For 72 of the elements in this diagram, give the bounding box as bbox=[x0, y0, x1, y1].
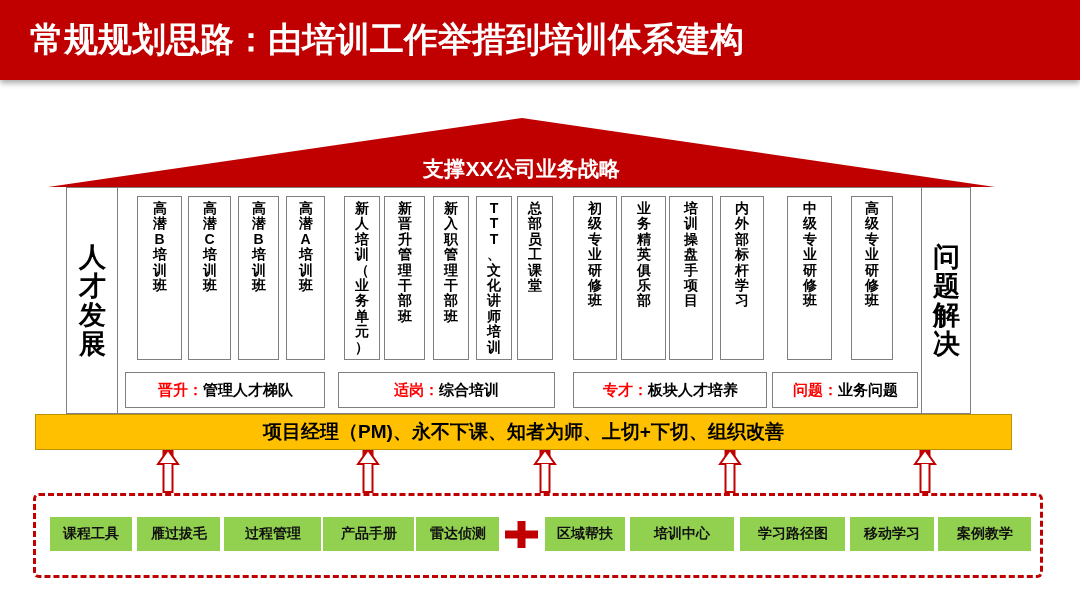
tool-label: 培训中心 bbox=[654, 525, 710, 543]
dashed-frame bbox=[33, 493, 1043, 578]
category-keyword: 晋升： bbox=[157, 380, 203, 400]
category-label: 板块人才培养 bbox=[647, 380, 738, 400]
category-label: 综合培训 bbox=[439, 380, 499, 400]
program-column bbox=[188, 196, 231, 360]
program-column bbox=[433, 196, 469, 360]
tool-tile bbox=[630, 517, 734, 551]
program-label: 业务精英俱乐部 bbox=[636, 201, 651, 309]
program-label: 高潜B培训班 bbox=[152, 201, 167, 294]
program-column bbox=[720, 196, 764, 360]
program-column bbox=[286, 196, 325, 360]
tool-tile bbox=[224, 517, 321, 551]
tool-tile bbox=[850, 517, 934, 551]
pillar-label: 人才发展 bbox=[78, 242, 106, 359]
program-label: 培训操盘手项目 bbox=[684, 201, 698, 309]
program-label: 高级专业研修班 bbox=[865, 201, 879, 309]
category-panel bbox=[125, 372, 325, 408]
program-column bbox=[851, 196, 893, 360]
category-panel bbox=[772, 372, 918, 408]
program-label: 内外部标杆学习 bbox=[735, 201, 749, 309]
tool-tile bbox=[416, 517, 499, 551]
program-column bbox=[787, 196, 832, 360]
program-column bbox=[344, 196, 380, 360]
pillar-label: 问题解决 bbox=[932, 242, 960, 359]
program-column bbox=[238, 196, 279, 360]
tool-label: 区域帮扶 bbox=[557, 525, 613, 543]
tool-label: 雁过拔毛 bbox=[150, 525, 207, 543]
tool-tile bbox=[545, 517, 625, 551]
program-label: 初级专业研修班 bbox=[588, 201, 602, 309]
page-title: 常规规划思路：由培训工作举措到培训体系建构 bbox=[30, 21, 744, 59]
tool-label: 移动学习 bbox=[864, 525, 920, 543]
program-column bbox=[137, 196, 182, 360]
program-column bbox=[621, 196, 666, 360]
tool-tile bbox=[938, 517, 1031, 551]
pillar bbox=[66, 187, 118, 414]
program-label: 新晋升管理干部班 bbox=[397, 201, 412, 325]
foundation-label: 项目经理（PM)、永不下课、知者为师、上切+下切、组织改善 bbox=[263, 420, 784, 444]
program-label: 高潜B培训班 bbox=[251, 201, 266, 294]
program-label: 新人培训（业务单元） bbox=[355, 201, 369, 355]
tool-tile bbox=[50, 517, 132, 551]
category-panel bbox=[573, 372, 767, 408]
program-label: 总部员工课堂 bbox=[528, 201, 542, 294]
tool-label: 过程管理 bbox=[244, 525, 301, 543]
program-label: 新入职管理干部班 bbox=[444, 201, 458, 325]
tool-label: 课程工具 bbox=[63, 525, 119, 543]
program-column bbox=[476, 196, 512, 360]
program-column bbox=[517, 196, 553, 360]
roof-title: 支撑XX公司业务战略 bbox=[423, 157, 620, 181]
tool-label: 学习路径图 bbox=[757, 525, 828, 543]
category-keyword: 适岗： bbox=[394, 380, 439, 400]
category-keyword: 专才： bbox=[602, 380, 648, 400]
program-label: 中级专业研修班 bbox=[802, 201, 817, 309]
tool-tile bbox=[137, 517, 220, 551]
program-column bbox=[573, 196, 617, 360]
tool-label: 案例教学 bbox=[956, 525, 1013, 543]
program-column bbox=[669, 196, 713, 360]
pillar bbox=[921, 187, 971, 414]
tool-label: 产品手册 bbox=[340, 525, 397, 543]
tool-label: 雷达侦测 bbox=[429, 525, 486, 543]
program-label: 高潜A培训班 bbox=[298, 201, 313, 294]
category-keyword: 问题： bbox=[792, 380, 838, 400]
category-label: 业务问题 bbox=[837, 380, 898, 400]
frame-panel bbox=[117, 187, 922, 414]
category-panel bbox=[338, 372, 555, 408]
tool-tile bbox=[740, 517, 845, 551]
tool-tile bbox=[323, 517, 414, 551]
program-label: 高潜C培训班 bbox=[202, 201, 217, 294]
program-label: TTT、文化讲师培训 bbox=[487, 201, 501, 355]
program-column bbox=[384, 196, 425, 360]
category-label: 管理人才梯队 bbox=[202, 380, 293, 400]
foundation-bar bbox=[35, 414, 1012, 450]
